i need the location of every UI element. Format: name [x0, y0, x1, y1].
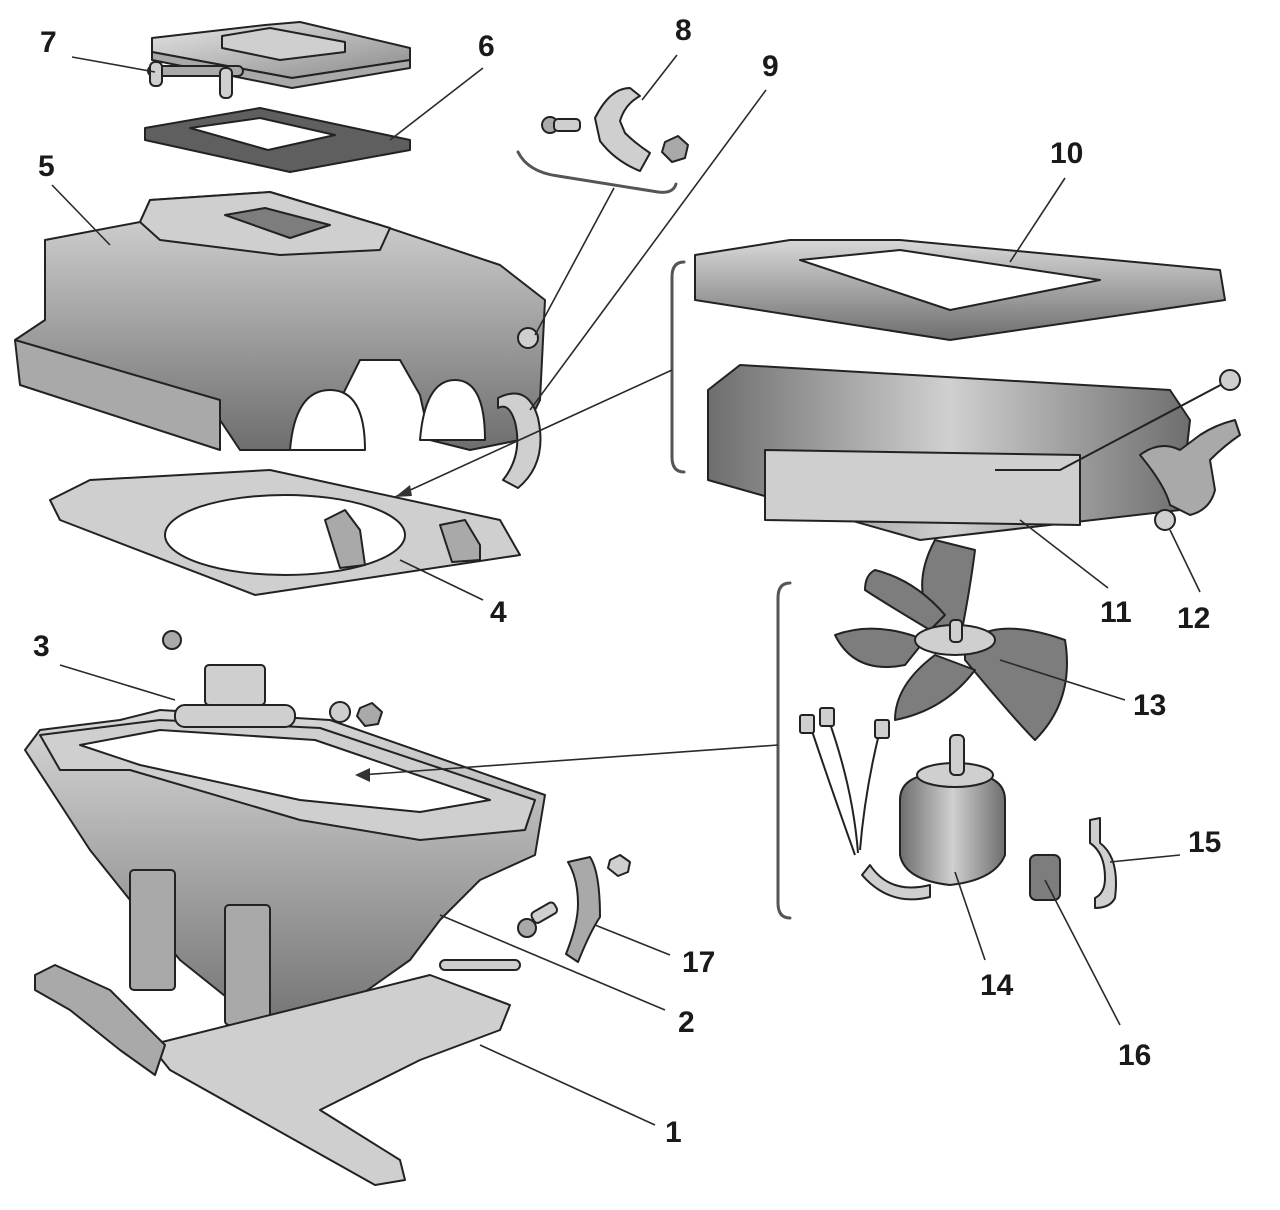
leader-heater-group: [394, 369, 673, 498]
part-valve: [1139, 419, 1241, 531]
leader-2: [439, 914, 666, 1011]
part-clip-fastener-set: [516, 87, 689, 194]
callout-15: 15: [1188, 826, 1221, 859]
part-flap-lid: [147, 21, 411, 99]
callout-2: 2: [678, 1006, 695, 1039]
part-heater-core: [707, 364, 1241, 541]
callout-7: 7: [40, 26, 57, 59]
callout-12: 12: [1177, 602, 1210, 635]
arrowhead-heater-group: [395, 485, 412, 497]
part-hinge-spring: [162, 630, 383, 728]
leader-1: [479, 1044, 656, 1126]
callout-17: 17: [682, 946, 715, 979]
part-heater-core-frame: [694, 239, 1226, 341]
part-gasket-top: [144, 107, 411, 173]
callout-4: 4: [490, 596, 507, 629]
leader-9: [529, 89, 767, 411]
leader-8: [641, 54, 678, 101]
part-bottom-frame: [34, 959, 521, 1186]
blower-group-bracket: [776, 581, 792, 920]
leader-6: [389, 67, 484, 141]
part-rubber-pad: [1029, 854, 1061, 901]
part-lower-housing: [24, 709, 546, 1046]
leader-15: [1109, 854, 1181, 863]
callout-10: 10: [1050, 137, 1083, 170]
callout-1: 1: [665, 1116, 682, 1149]
arrowhead-blower-group: [355, 768, 370, 782]
leader-17: [594, 924, 671, 956]
callout-6: 6: [478, 30, 495, 63]
callout-9: 9: [762, 50, 779, 83]
callout-11: 11: [1100, 596, 1132, 629]
callout-13: 13: [1133, 689, 1166, 722]
heater-core-group-bracket: [670, 260, 686, 474]
leader-5: [51, 184, 111, 246]
leader-13: [999, 659, 1126, 701]
part-fan: [834, 539, 1068, 741]
part-mount-bracket: [517, 854, 631, 963]
leader-11: [1019, 519, 1109, 589]
part-blower-motor: [799, 707, 1006, 901]
leader-3: [59, 664, 176, 701]
leader-10: [1009, 177, 1066, 263]
leader-4: [399, 559, 484, 601]
part-clip-bracket: [1089, 817, 1117, 909]
leader-16: [1044, 879, 1121, 1026]
callout-3: 3: [33, 630, 50, 663]
callout-5: 5: [38, 150, 55, 183]
callout-16: 16: [1118, 1039, 1151, 1072]
leader-7: [71, 56, 156, 73]
leader-12: [1169, 529, 1201, 593]
callout-8: 8: [675, 14, 692, 47]
callout-14: 14: [980, 969, 1014, 1002]
part-base-plate: [49, 469, 521, 596]
callout-labels: 7 6 5 8 9 10 11 12 4 3 13 15 14 16 17 2 …: [33, 14, 1221, 1149]
part-upper-housing: [14, 191, 546, 451]
leader-8-group: [534, 187, 615, 336]
leader-blower-group: [359, 744, 779, 776]
leader-lines: [51, 54, 1201, 1126]
leader-14: [954, 871, 986, 961]
